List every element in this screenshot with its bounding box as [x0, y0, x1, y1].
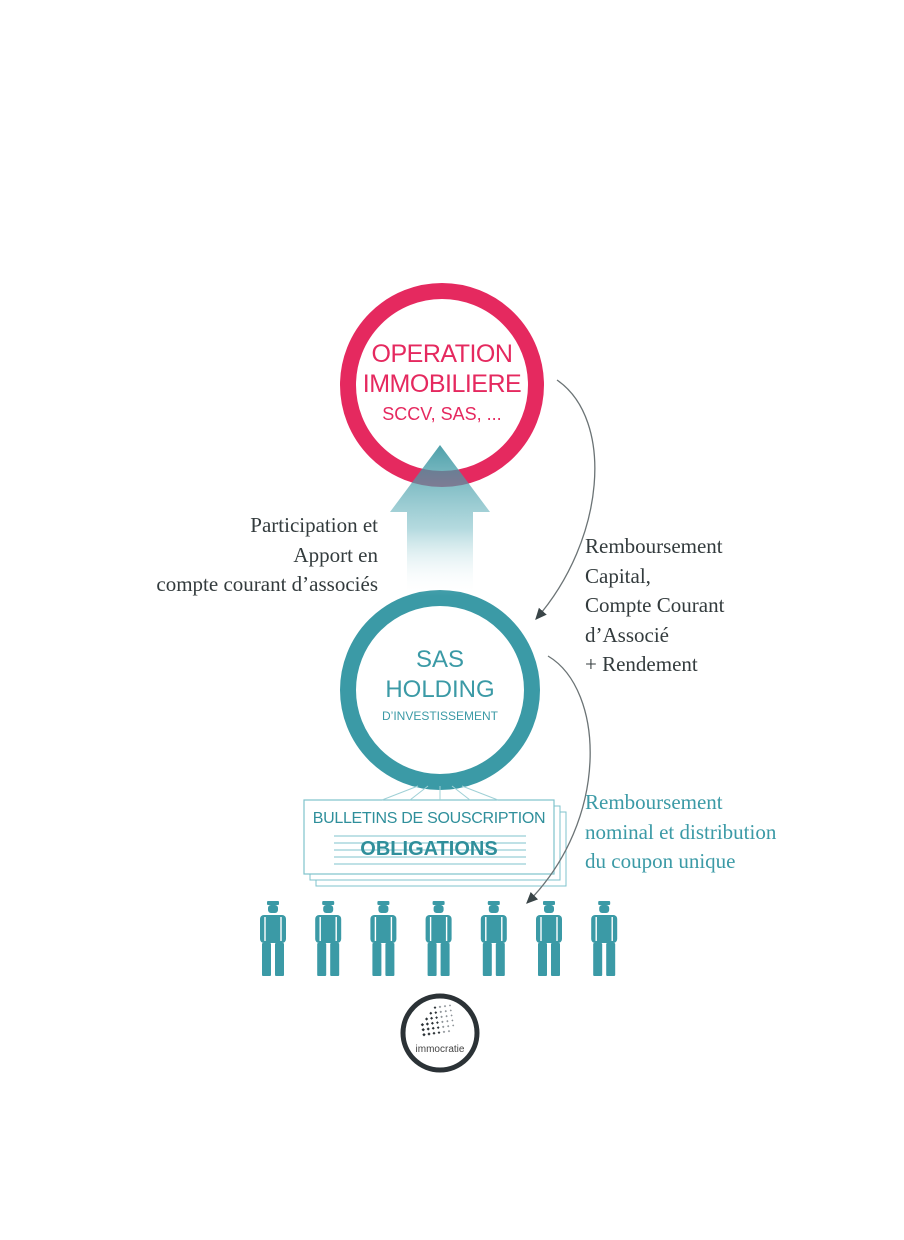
investor-person-icon — [315, 901, 342, 976]
investor-person-icon — [260, 901, 286, 976]
operation-line2: IMMOBILIERE — [362, 370, 522, 398]
remboursement-nominal-line2: nominal et distribution — [585, 819, 777, 844]
immocratie-logo — [400, 993, 480, 1073]
operation-line3: SCCV, SAS, ... — [382, 404, 502, 424]
remboursement-capital-line3: Compte Courant — [585, 593, 725, 617]
sas-holding-circle — [340, 590, 540, 790]
upward-arrow-icon — [390, 445, 490, 596]
sas-label: SAS HOLDING D’INVESTISSEMENT — [350, 645, 530, 727]
remboursement-capital-line1: Remboursement — [585, 534, 723, 558]
sas-line3: D’INVESTISSEMENT — [381, 709, 498, 723]
remboursement-capital-line5: + Rendement — [585, 652, 698, 676]
remboursement-nominal-line1: Remboursement — [585, 790, 723, 814]
logo-text: immocratie — [415, 1044, 465, 1055]
sas-line2: HOLDING — [385, 676, 495, 703]
investor-person-icon — [370, 901, 397, 976]
remboursement-capital-label: Remboursement Capital, Compte Courant d’… — [585, 532, 845, 680]
obligations-title: OBLIGATIONS — [360, 838, 498, 860]
remboursement-capital-arrow — [535, 379, 596, 620]
remboursement-nominal-label: Remboursement nominal et distribution du… — [585, 788, 865, 877]
investors-group — [260, 901, 618, 976]
remboursement-nominal-arrow — [526, 655, 591, 904]
operation-label: OPERATION IMMOBILIERE SCCV, SAS, ... — [352, 339, 532, 429]
investor-person-icon — [536, 901, 562, 976]
participation-line2: Apport en — [293, 542, 378, 567]
operation-line1: OPERATION — [371, 340, 513, 368]
investor-person-icon — [591, 901, 618, 976]
remboursement-capital-line4: d’Associé — [585, 622, 669, 647]
bulletins-title: BULLETINS DE SOUSCRIPTION — [312, 810, 546, 827]
participation-label: Participation et Apport en compte couran… — [80, 511, 378, 600]
remboursement-nominal-line3: du coupon unique — [585, 849, 736, 873]
investor-person-icon — [480, 901, 507, 976]
participation-line3: compte courant d’associés — [156, 572, 378, 596]
bulletins-stack — [303, 785, 567, 887]
investor-person-icon — [425, 901, 452, 976]
participation-line1: Participation et — [250, 513, 378, 537]
sas-line1: SAS — [415, 646, 465, 673]
remboursement-capital-line2: Capital, — [585, 563, 651, 588]
